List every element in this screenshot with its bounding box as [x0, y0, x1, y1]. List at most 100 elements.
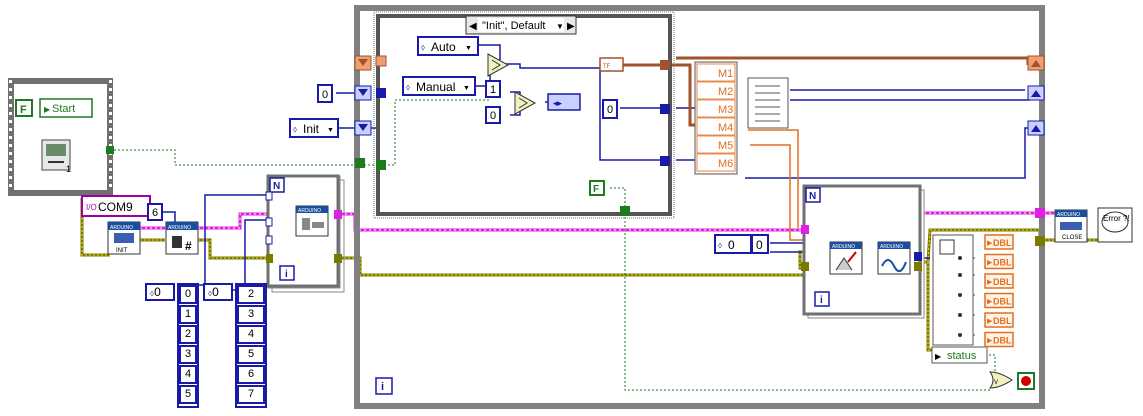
bundle-element [696, 117, 736, 136]
init-dropdown-icon[interactable]: ▼ [327, 127, 334, 134]
svg-text:⬨: ⬨ [718, 240, 722, 250]
case-next-icon[interactable]: ▶ [567, 21, 575, 32]
const-zero-a-value: 0 [322, 89, 328, 101]
const-zero-b-value: 0 [490, 110, 496, 122]
dbl-label: DBL [993, 297, 1012, 307]
false-constant[interactable]: F [589, 180, 605, 196]
main-while-loop: i [354, 5, 1045, 409]
unbundle-dbl[interactable] [932, 234, 974, 346]
const-one[interactable]: 1 [485, 80, 501, 98]
init-header: ARDUINO [110, 225, 133, 231]
arduino-read-vi[interactable]: ARDUINO [877, 241, 911, 275]
tf-constant[interactable]: TF [599, 57, 624, 72]
enum-auto-constant[interactable]: ⬨ Auto ▼ [417, 36, 479, 56]
array-left-index[interactable]: ⬨0 [145, 283, 175, 301]
case-dropdown-icon[interactable]: ▼ [556, 22, 564, 31]
close-caption: CLOSE [1062, 235, 1082, 241]
array-cell[interactable]: 1 [179, 305, 197, 324]
index-arrow-icon: ⬨ [150, 288, 155, 298]
svg-text:ARDUINO: ARDUINO [168, 225, 191, 231]
init-caption: INIT [116, 248, 128, 254]
arduino-pwm-write-vi[interactable]: ARDUINO [829, 241, 863, 275]
enum-manual-constant[interactable]: ⬨ Manual ▼ [402, 76, 476, 96]
svg-text:i: i [381, 381, 384, 393]
array-cell[interactable]: 3 [237, 305, 265, 324]
ref-wire [140, 211, 1055, 252]
const-zero-b[interactable]: 0 [485, 106, 501, 124]
iteration-terminal [279, 265, 295, 281]
bundle-label: M2 [718, 86, 733, 98]
svg-text:▶: ▶ [987, 338, 993, 345]
svg-text:▶: ▶ [987, 260, 993, 267]
error-text: Error ?! [1103, 214, 1130, 223]
or-function[interactable]: v [989, 371, 1013, 389]
baud-constant[interactable]: 6 [147, 203, 163, 221]
svg-text:⬨: ⬨ [293, 124, 297, 134]
array-cell[interactable]: 2 [237, 285, 265, 304]
array-cell[interactable]: 5 [179, 385, 197, 404]
loop2-count-terminal [805, 187, 821, 203]
case-prev-icon[interactable]: ◀ [469, 21, 477, 32]
wait-vi-icon[interactable]: 1 [41, 139, 71, 174]
serial-port-control[interactable]: I/O COM9 [81, 195, 151, 217]
array-right-index-value: 0 [212, 285, 219, 299]
bundle-label: M3 [718, 104, 733, 116]
array-cell[interactable]: 2 [179, 325, 197, 344]
array-cell[interactable]: 6 [237, 365, 265, 384]
svg-text:▶: ▶ [987, 299, 993, 306]
bundle-label: M6 [718, 158, 733, 170]
array-left-index-value: 0 [154, 285, 161, 299]
array-cell[interactable]: 5 [237, 345, 265, 364]
error-handler-vi[interactable]: Error ?! [1097, 207, 1133, 243]
select-function-2[interactable] [514, 91, 537, 115]
arduino-set-pin-vi[interactable]: ARDUINO [295, 205, 329, 237]
start-control[interactable]: F ▶ Start [15, 98, 93, 118]
enum-init-constant[interactable]: ⬨ Init ▼ [289, 118, 339, 138]
bundle-element [696, 153, 736, 172]
dbl-label: DBL [993, 258, 1012, 268]
status-label: status [947, 350, 977, 362]
serial-port-value: COM9 [98, 200, 133, 214]
array-cell[interactable]: 4 [237, 325, 265, 344]
enum-auto-value: Auto [431, 40, 456, 54]
numeric-indicator: ◂▸ [547, 93, 581, 111]
index-a-value: 0 [728, 238, 735, 252]
const-one-value: 1 [490, 84, 496, 96]
const-zero-a[interactable]: 0 [317, 84, 333, 103]
loop2-iteration-terminal [814, 291, 830, 307]
build-array[interactable] [747, 77, 789, 129]
svg-text:N: N [809, 191, 816, 202]
select-function-1[interactable] [487, 53, 510, 77]
arduino-init-vi[interactable]: ARDUINO INIT [107, 221, 141, 255]
close-header: ARDUINO [1057, 212, 1080, 218]
const-zero-c[interactable]: 0 [602, 99, 618, 119]
status-unbundle[interactable]: ▶ status [931, 346, 988, 364]
svg-text:ARDUINO: ARDUINO [880, 244, 903, 250]
array-cell[interactable]: 3 [179, 345, 197, 364]
baud-value: 6 [152, 207, 158, 219]
dbl-indicator: ▶DBL [984, 253, 1014, 270]
loop-i-label: i [285, 269, 288, 280]
array-cell[interactable]: 4 [179, 365, 197, 384]
svg-text:▶: ▶ [987, 279, 993, 286]
arduino-close-vi[interactable]: ARDUINO CLOSE [1054, 209, 1088, 243]
init-sequence-frame [8, 78, 113, 196]
case-selector[interactable]: ◀ ▶ "Init", Default ▼ [465, 15, 577, 35]
stop-terminal[interactable] [1017, 372, 1035, 390]
while-iteration-terminal [375, 377, 393, 395]
loop-count-terminal [269, 177, 285, 193]
error-wire-dots [81, 198, 110, 256]
index-constants[interactable]: ⬨ 0 0 [714, 234, 769, 254]
manual-dropdown-icon[interactable]: ▼ [463, 85, 470, 92]
arduino-config-vi[interactable]: ARDUINO # [165, 221, 199, 255]
auto-dropdown-icon[interactable]: ▼ [465, 45, 472, 52]
array-cell[interactable]: 0 [179, 285, 197, 304]
array-right-index[interactable]: ⬨0 [203, 283, 233, 301]
array-cell[interactable]: 7 [237, 385, 265, 404]
case-selector-label: "Init", Default [482, 20, 545, 32]
